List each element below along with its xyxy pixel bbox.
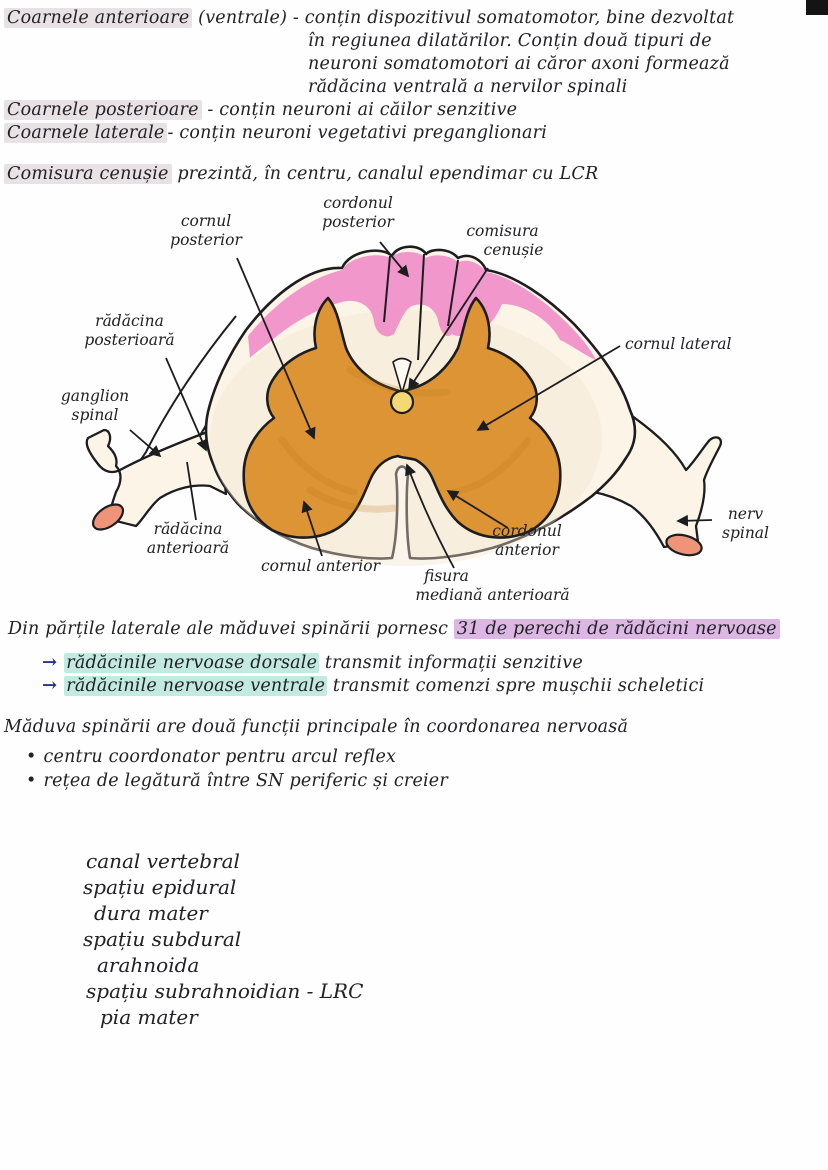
note-coarnele-posterioare: Coarnele posterioare - conțin neuroni ai… xyxy=(4,99,517,122)
leader-arrow-radacina-posterioara xyxy=(165,357,208,452)
leader-line-radacina-anterioara xyxy=(186,461,197,521)
note-functii-title: Măduva spinării are două funcții princip… xyxy=(4,717,629,737)
note-text: centru coordonator pentru arcul reflex xyxy=(43,747,397,767)
spinal-cord-diagram xyxy=(50,190,790,620)
left-nerve-root xyxy=(85,426,228,528)
label-cordonul-posterior: cordonul posterior xyxy=(322,194,394,231)
posterior-median-sulcus-line xyxy=(417,253,425,361)
bullet-icon: • xyxy=(26,747,37,767)
list-item: spațiu subdural xyxy=(83,927,242,951)
posterior-sulcus-line-2 xyxy=(447,259,459,327)
note-text: transmit informații senzitive xyxy=(319,653,583,673)
label-nerv-spinal: nerv spinal xyxy=(721,505,769,542)
leader-arrow-nerv-spinal xyxy=(676,514,713,527)
note-text: - conțin neuroni ai căilor senzitive xyxy=(201,100,518,120)
note-radacini-ventrale: → rădăcinile nervoase ventrale transmit c… xyxy=(42,674,704,698)
label-fisura-mediana: fisura mediană anterioară xyxy=(415,567,570,604)
leader-arrow-cornul-anterior xyxy=(301,500,323,557)
posterior-sulcus-line xyxy=(383,255,391,323)
highlighted-term: Coarnele posterioare xyxy=(4,100,202,120)
note-text-line: în regiunea dilatărilor. Conțin două tip… xyxy=(308,31,712,51)
page-corner-mark xyxy=(806,0,828,15)
note-text: - conțin neuroni vegetativi pregangliona… xyxy=(167,123,548,143)
arrow-icon: → xyxy=(42,652,58,673)
label-radacina-posterioara: rădăcina posterioară xyxy=(84,312,175,349)
label-cornul-posterior: cornul posterior xyxy=(170,212,242,249)
list-item: spațiu epidural xyxy=(83,875,237,899)
highlighted-phrase-teal: rădăcinile nervoase dorsale xyxy=(64,653,320,673)
note-radacini-intro: Din părțile laterale ale măduvei spinări… xyxy=(8,618,780,641)
posterior-band-pink xyxy=(248,252,596,360)
spinal-cord-cross-section-drawing xyxy=(85,241,723,569)
list-item: canal vertebral xyxy=(86,849,240,873)
label-cordonul-anterior: cordonul anterior xyxy=(492,522,562,559)
note-functii-bullet-1: • centru coordonator pentru arcul reflex xyxy=(26,746,396,769)
highlighted-term: Coarnele anterioare xyxy=(4,8,193,28)
list-item: pia mater xyxy=(100,1005,198,1029)
label-ganglion-spinal: ganglion spinal xyxy=(60,387,130,424)
note-functii-bullet-2: • rețea de legătură între SN periferic și… xyxy=(26,770,448,793)
left-nerve-cut-end xyxy=(91,503,125,531)
note-text: transmit comenzi spre mușchii scheletici xyxy=(327,676,705,696)
highlighted-term: Comisura cenușie xyxy=(4,164,172,184)
note-comisura: Comisura cenușie prezintă, în centru, ca… xyxy=(4,163,598,186)
highlighted-phrase-purple: 31 de perechi de rădăcini nervoase xyxy=(453,619,780,639)
note-text: (ventrale) - conțin dispozitivul somatom… xyxy=(192,8,735,28)
note-radacini-dorsale: → rădăcinile nervoase dorsale transmit in… xyxy=(42,651,583,675)
arrow-icon: → xyxy=(42,675,58,696)
list-item: arahnoida xyxy=(97,953,200,977)
leader-arrow-cornul-posterior xyxy=(236,257,316,440)
leader-arrow-fisura-mediana xyxy=(405,463,455,569)
note-coarnele-anterioare-cont: în regiunea dilatărilor. Conțin două tip… xyxy=(308,30,730,99)
label-cornul-lateral: cornul lateral xyxy=(625,335,732,353)
gray-matter-butterfly xyxy=(242,296,562,539)
note-text-line: rădăcina ventrală a nervilor spinali xyxy=(308,77,628,97)
note-text-line: neuroni somatomotori ai căror axoni form… xyxy=(308,54,730,74)
list-item: dura mater xyxy=(94,901,208,925)
note-text: Din părțile laterale ale măduvei spinări… xyxy=(8,619,454,639)
right-nerve-cut-end xyxy=(665,533,703,557)
highlighted-phrase-teal: rădăcinile nervoase ventrale xyxy=(64,676,328,696)
central-canal xyxy=(389,389,415,415)
leader-arrow-cornul-lateral xyxy=(476,345,621,431)
leader-arrow-cordonul-posterior xyxy=(379,241,410,278)
note-coarnele-anterioare-line1: Coarnele anterioare (ventrale) - conțin … xyxy=(4,7,734,30)
label-comisura-cenusie: comisura cenușie xyxy=(466,222,544,259)
highlighted-term: Coarnele laterale xyxy=(4,123,168,143)
posterior-median-septum-wedge xyxy=(392,357,412,396)
leader-arrow-comisura-cenusie xyxy=(408,267,489,391)
leader-arrow-cordonul-anterior xyxy=(446,490,509,529)
list-item: spațiu subrahnoidian - LRC xyxy=(86,979,364,1003)
layers-list: canal vertebral spațiu epidural dura mat… xyxy=(83,848,364,1030)
note-coarnele-laterale: Coarnele laterale- conțin neuroni vegeta… xyxy=(4,122,547,145)
label-radacina-anterioara: rădăcina anterioară xyxy=(146,520,230,557)
gray-matter-texture xyxy=(278,366,532,513)
note-text: prezintă, în centru, canalul ependimar c… xyxy=(171,164,599,184)
label-cornul-anterior: cornul anterior xyxy=(260,557,380,575)
bullet-icon: • xyxy=(26,771,37,791)
note-text: rețea de legătură între SN periferic și … xyxy=(43,771,448,791)
leader-arrow-ganglion-spinal xyxy=(129,429,162,458)
